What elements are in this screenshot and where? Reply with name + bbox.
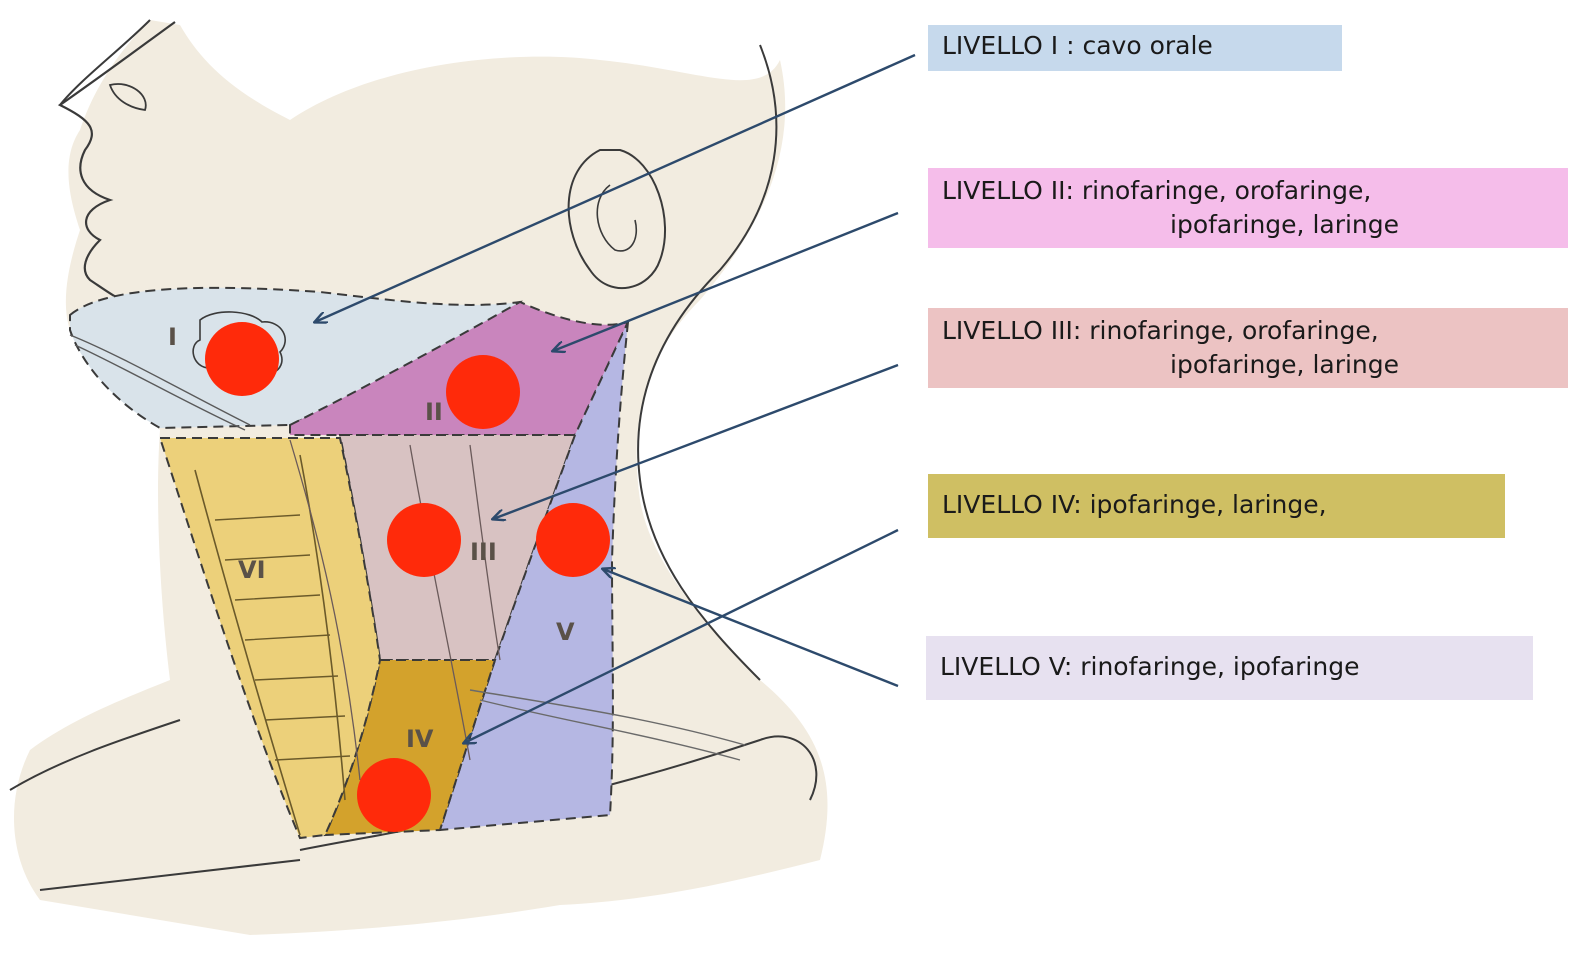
label-level-II-line2: ipofaringe, laringe bbox=[942, 208, 1556, 242]
label-level-IV-text: LIVELLO IV: ipofaringe, laringe, bbox=[942, 490, 1327, 519]
label-level-II: LIVELLO II: rinofaringe, orofaringe, ipo… bbox=[928, 168, 1568, 248]
label-level-I-text: LIVELLO I : cavo orale bbox=[942, 31, 1213, 60]
label-level-I: LIVELLO I : cavo orale bbox=[928, 25, 1342, 71]
label-level-III-line2: ipofaringe, laringe bbox=[942, 348, 1556, 382]
numeral-I: I bbox=[168, 323, 177, 351]
marker-level-I bbox=[205, 322, 279, 396]
marker-level-III-right bbox=[536, 503, 610, 577]
label-level-IV: LIVELLO IV: ipofaringe, laringe, bbox=[928, 474, 1505, 538]
label-level-II-line1: LIVELLO II: rinofaringe, orofaringe, bbox=[942, 176, 1371, 205]
label-level-V: LIVELLO V: rinofaringe, ipofaringe bbox=[926, 636, 1533, 700]
label-level-III-line1: LIVELLO III: rinofaringe, orofaringe, bbox=[942, 316, 1379, 345]
numeral-V: V bbox=[556, 618, 575, 646]
numeral-II: II bbox=[425, 398, 443, 426]
label-level-V-text: LIVELLO V: rinofaringe, ipofaringe bbox=[940, 652, 1359, 681]
numeral-IV: IV bbox=[406, 725, 434, 753]
marker-level-IV bbox=[357, 758, 431, 832]
marker-level-III-left bbox=[387, 503, 461, 577]
label-level-III: LIVELLO III: rinofaringe, orofaringe, ip… bbox=[928, 308, 1568, 388]
numeral-VI: VI bbox=[238, 556, 266, 584]
marker-level-II bbox=[446, 355, 520, 429]
numeral-III: III bbox=[470, 538, 497, 566]
